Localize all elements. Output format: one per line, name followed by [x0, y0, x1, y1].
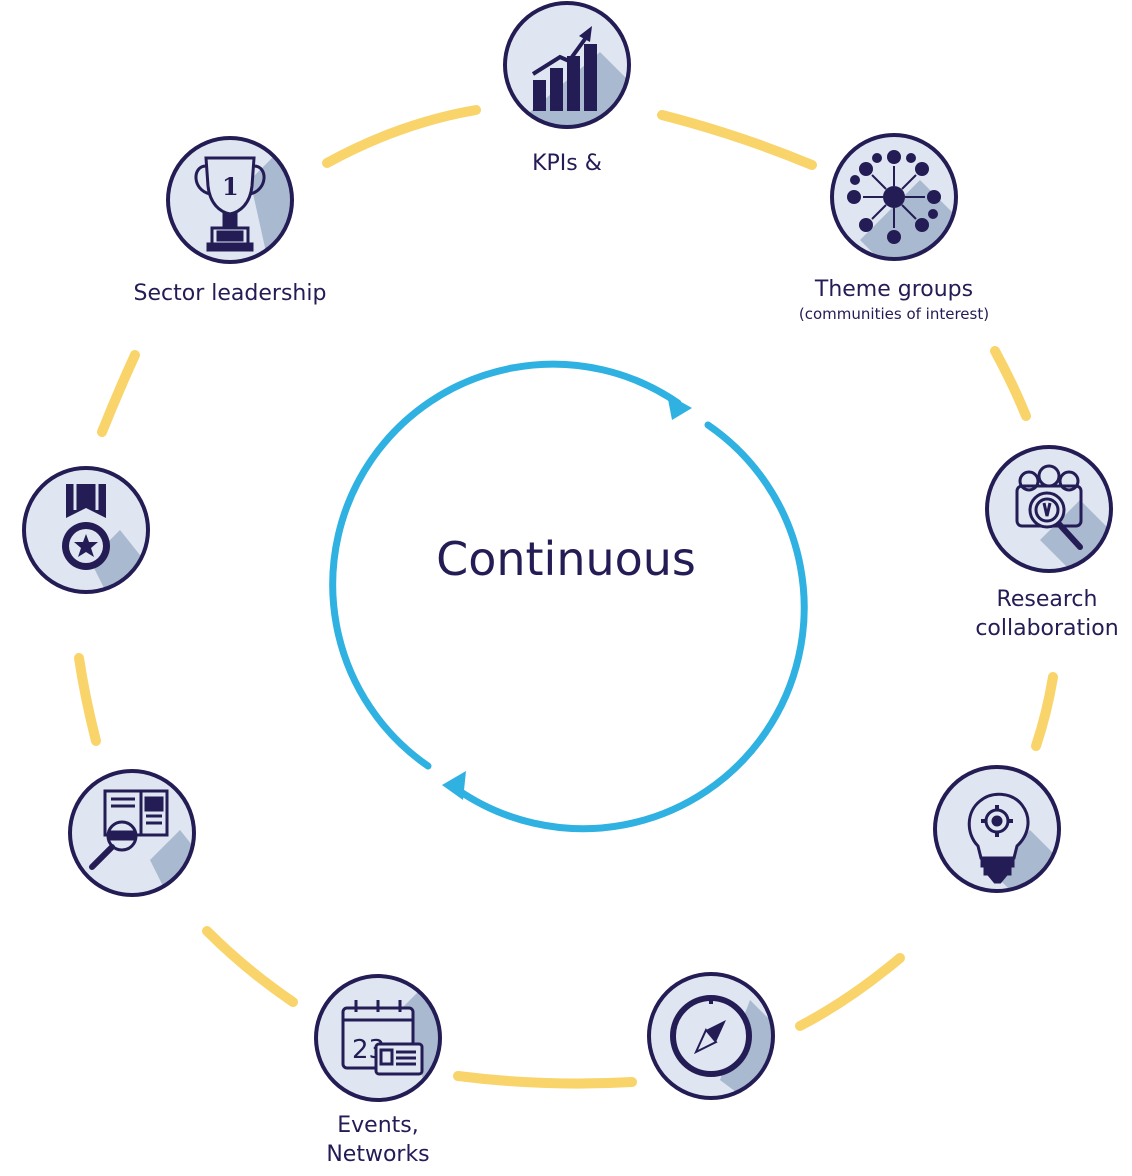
node-research: [985, 445, 1113, 573]
center-title: Continuous: [436, 532, 696, 586]
node-label-main: KPIs &: [532, 151, 602, 176]
ring-segment: [657, 110, 817, 170]
cycle-arrow-lower: [454, 421, 808, 833]
label-kpis: KPIs &: [517, 150, 617, 179]
trophy-icon: 1: [194, 156, 266, 252]
svg-text:1: 1: [222, 172, 239, 201]
lightbulb-gear-icon: [967, 792, 1030, 884]
ring-segment: [322, 105, 481, 168]
node-label-second: collaboration: [975, 615, 1119, 641]
cycle-arrow-upper: [329, 360, 682, 770]
newspaper-magnifier-icon: [89, 789, 169, 870]
node-events: 23: [314, 974, 442, 1102]
compass-icon: [670, 995, 752, 1077]
label-events: Events, Networks: [298, 1112, 458, 1169]
arrowhead-bottom: [442, 771, 466, 800]
network-people-icon: [847, 150, 941, 244]
node-kpis: [503, 1, 631, 129]
node-innovation: [933, 765, 1061, 893]
ring-segment: [74, 653, 101, 746]
cycle-arrowheads: [442, 394, 692, 800]
node-label-main: Theme groups: [814, 277, 974, 302]
node-theme-groups: [830, 133, 958, 261]
label-leadership: Sector leadership: [110, 280, 350, 309]
bar-chart-growth-icon: [531, 26, 597, 111]
node-leadership: 1: [166, 136, 294, 264]
node-publications: [68, 769, 196, 897]
ring-segment: [795, 953, 905, 1031]
label-theme-groups: Theme groups (communities of interest): [784, 276, 1004, 324]
arrowhead-top: [667, 394, 692, 420]
ring-segment: [990, 346, 1031, 421]
node-label-second: Networks: [326, 1141, 430, 1167]
medal-icon: [62, 484, 110, 570]
node-direction: [647, 972, 775, 1100]
ring-segment: [97, 350, 140, 437]
ring-segment: [1031, 672, 1058, 751]
ring-segment: [453, 1071, 637, 1089]
calendar-badge-icon: 23: [341, 1000, 424, 1076]
node-label-main: Research: [996, 587, 1098, 612]
node-recognition: [22, 466, 150, 594]
research-magnifier-icon: [1015, 464, 1083, 550]
ring-segment: [202, 926, 298, 1007]
node-label-sub: (communities of interest): [798, 304, 990, 323]
ring-segments: [74, 105, 1058, 1089]
cycle-arrows: [329, 360, 808, 833]
node-label-main: Events,: [337, 1113, 419, 1138]
node-label-main: Sector leadership: [133, 281, 327, 306]
label-research: Research collaboration: [962, 586, 1132, 643]
